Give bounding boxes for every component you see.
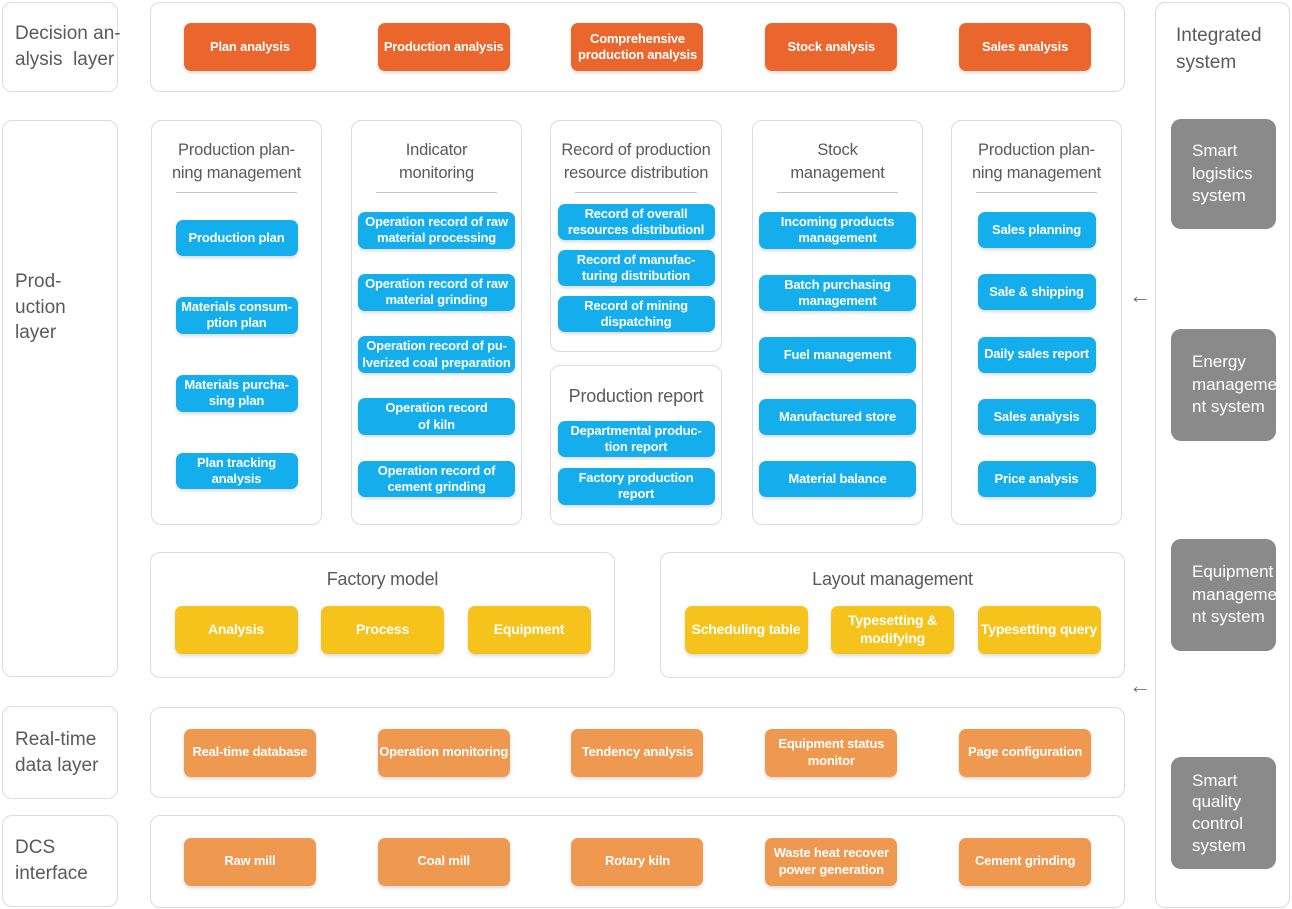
decision-analysis-layer-label: Decision an- alysis layer [15, 23, 121, 70]
daily-sales-report-button[interactable]: Daily sales report [977, 336, 1096, 373]
equipment-button[interactable]: Equipment [467, 605, 591, 654]
title-underline [375, 192, 498, 194]
resource-distribution-panel: Record of production resource distributi… [550, 120, 722, 352]
tendency-analysis-button[interactable]: Tendency analysis [571, 728, 704, 777]
integrated-system-title: Integrated system [1176, 25, 1262, 73]
sales-planning-panel: Production plan- ning management Sales p… [951, 120, 1122, 525]
layout-management-panel: Layout management Scheduling table Types… [660, 552, 1125, 678]
dcs-interface-label: DCS interface [15, 837, 88, 884]
title-underline [574, 192, 698, 194]
plan-tracking-analysis-button[interactable]: Plan tracking analysis [175, 452, 298, 490]
realtime-database-button[interactable]: Real-time database [183, 728, 316, 777]
production-analysis-button[interactable]: Production analysis [377, 23, 510, 71]
production-planning-title: Production plan- ning management [171, 141, 302, 183]
smart-quality-control-system-box[interactable]: Smart quality control system [1171, 757, 1276, 869]
material-balance-button[interactable]: Material balance [759, 460, 916, 497]
sales-analysis-button[interactable]: Sales analysis [959, 23, 1092, 71]
decision-analysis-row: Plan analysis Production analysis Compre… [150, 2, 1125, 92]
stock-analysis-button[interactable]: Stock analysis [765, 23, 898, 71]
equipment-management-system-box[interactable]: Equipment manageme- nt system [1171, 539, 1283, 651]
realtime-data-layer-box: Real-time data layer [2, 706, 118, 799]
sale-shipping-button[interactable]: Sale & shipping [977, 274, 1096, 311]
waste-heat-recover-button[interactable]: Waste heat recover power generation [765, 837, 898, 886]
realtime-data-row: Real-time database Operation monitoring … [150, 707, 1125, 798]
production-report-panel: Production report Departmental produc- t… [550, 365, 722, 525]
operation-monitoring-button[interactable]: Operation monitoring [377, 728, 510, 777]
comprehensive-production-analysis-button[interactable]: Comprehensive production analysis [571, 23, 704, 71]
rotary-kiln-button[interactable]: Rotary kiln [571, 837, 704, 886]
departmental-production-report-button[interactable]: Departmental produc- tion report [557, 420, 715, 458]
sales-analysis-module-button[interactable]: Sales analysis [977, 398, 1096, 435]
smart-logistics-system-box[interactable]: Smart logistics system [1171, 119, 1276, 229]
resource-distribution-title: Record of production resource distributi… [561, 141, 711, 183]
title-underline [975, 192, 1098, 194]
fuel-management-button[interactable]: Fuel management [759, 337, 916, 374]
equipment-status-monitor-button[interactable]: Equipment status monitor [765, 728, 898, 777]
raw-mill-button[interactable]: Raw mill [183, 837, 316, 886]
process-button[interactable]: Process [321, 605, 444, 654]
production-report-title: Production report [568, 386, 704, 406]
incoming-products-management-button[interactable]: Incoming products management [759, 212, 916, 249]
integrated-system-panel: Integrated system Smart logistics system… [1155, 2, 1290, 908]
materials-consumption-plan-button[interactable]: Materials consum- ption plan [175, 297, 298, 334]
sales-planning-title: Production plan- ning management [971, 141, 1102, 183]
cement-grinding-button[interactable]: Cement grinding [959, 837, 1092, 886]
realtime-data-layer-label: Real-time data layer [15, 728, 99, 776]
op-record-pulverized-coal-button[interactable]: Operation record of pu- lverized coal pr… [358, 336, 515, 373]
plan-analysis-button[interactable]: Plan analysis [183, 23, 316, 71]
factory-model-title: Factory model [326, 569, 439, 589]
factory-production-report-button[interactable]: Factory production report [557, 468, 715, 505]
layout-management-title: Layout management [812, 569, 973, 589]
energy-management-system-box[interactable]: Energy manageme- nt system [1171, 329, 1283, 441]
materials-purchasing-plan-button[interactable]: Materials purcha- sing plan [175, 375, 298, 412]
page-configuration-button[interactable]: Page configuration [959, 728, 1092, 777]
decision-analysis-layer-box: Decision an- alysis layer [2, 2, 121, 92]
analysis-button[interactable]: Analysis [174, 605, 298, 654]
production-planning-panel: Production plan- ning management Product… [151, 120, 322, 525]
manufactured-store-button[interactable]: Manufactured store [759, 399, 916, 436]
batch-purchasing-management-button[interactable]: Batch purchasing management [759, 274, 916, 312]
sales-planning-button[interactable]: Sales planning [977, 212, 1096, 249]
op-record-cement-grinding-button[interactable]: Operation record of cement grinding [358, 460, 515, 498]
record-mining-dispatching-button[interactable]: Record of mining dispatching [557, 295, 715, 333]
title-underline [776, 192, 899, 194]
typesetting-modifying-button[interactable]: Typesetting & modifying [831, 605, 954, 654]
scheduling-table-button[interactable]: Scheduling table [684, 605, 808, 654]
op-record-raw-material-processing-button[interactable]: Operation record of raw material process… [358, 212, 515, 249]
indicator-monitoring-panel: Indicator monitoring Operation record of… [351, 120, 522, 525]
indicator-monitoring-title: Indicator monitoring [398, 141, 475, 183]
dcs-interface-box: DCS interface [2, 815, 118, 907]
title-underline [175, 192, 298, 194]
coal-mill-button[interactable]: Coal mill [377, 837, 510, 886]
typesetting-query-button[interactable]: Typesetting query [977, 605, 1101, 654]
price-analysis-button[interactable]: Price analysis [977, 460, 1096, 497]
op-record-kiln-button[interactable]: Operation record of kiln [358, 398, 515, 435]
left-arrow-icon: ← [1129, 283, 1151, 308]
production-layer-label: Prod- uction layer [15, 271, 66, 344]
production-layer-box: Prod- uction layer [2, 120, 118, 677]
op-record-raw-material-grinding-button[interactable]: Operation record of raw material grindin… [358, 274, 515, 311]
factory-model-panel: Factory model Analysis Process Equipment [150, 552, 615, 678]
stock-management-title: Stock management [790, 141, 885, 183]
stock-management-panel: Stock management Incoming products manag… [752, 120, 923, 525]
left-arrow-icon: ← [1129, 673, 1151, 698]
dcs-interface-row: Raw mill Coal mill Rotary kiln Waste hea… [150, 815, 1125, 908]
production-plan-button[interactable]: Production plan [175, 219, 298, 256]
record-manufacturing-distribution-button[interactable]: Record of manufac- turing distribution [557, 249, 715, 287]
record-overall-resources-button[interactable]: Record of overall resources distribution… [557, 203, 715, 241]
